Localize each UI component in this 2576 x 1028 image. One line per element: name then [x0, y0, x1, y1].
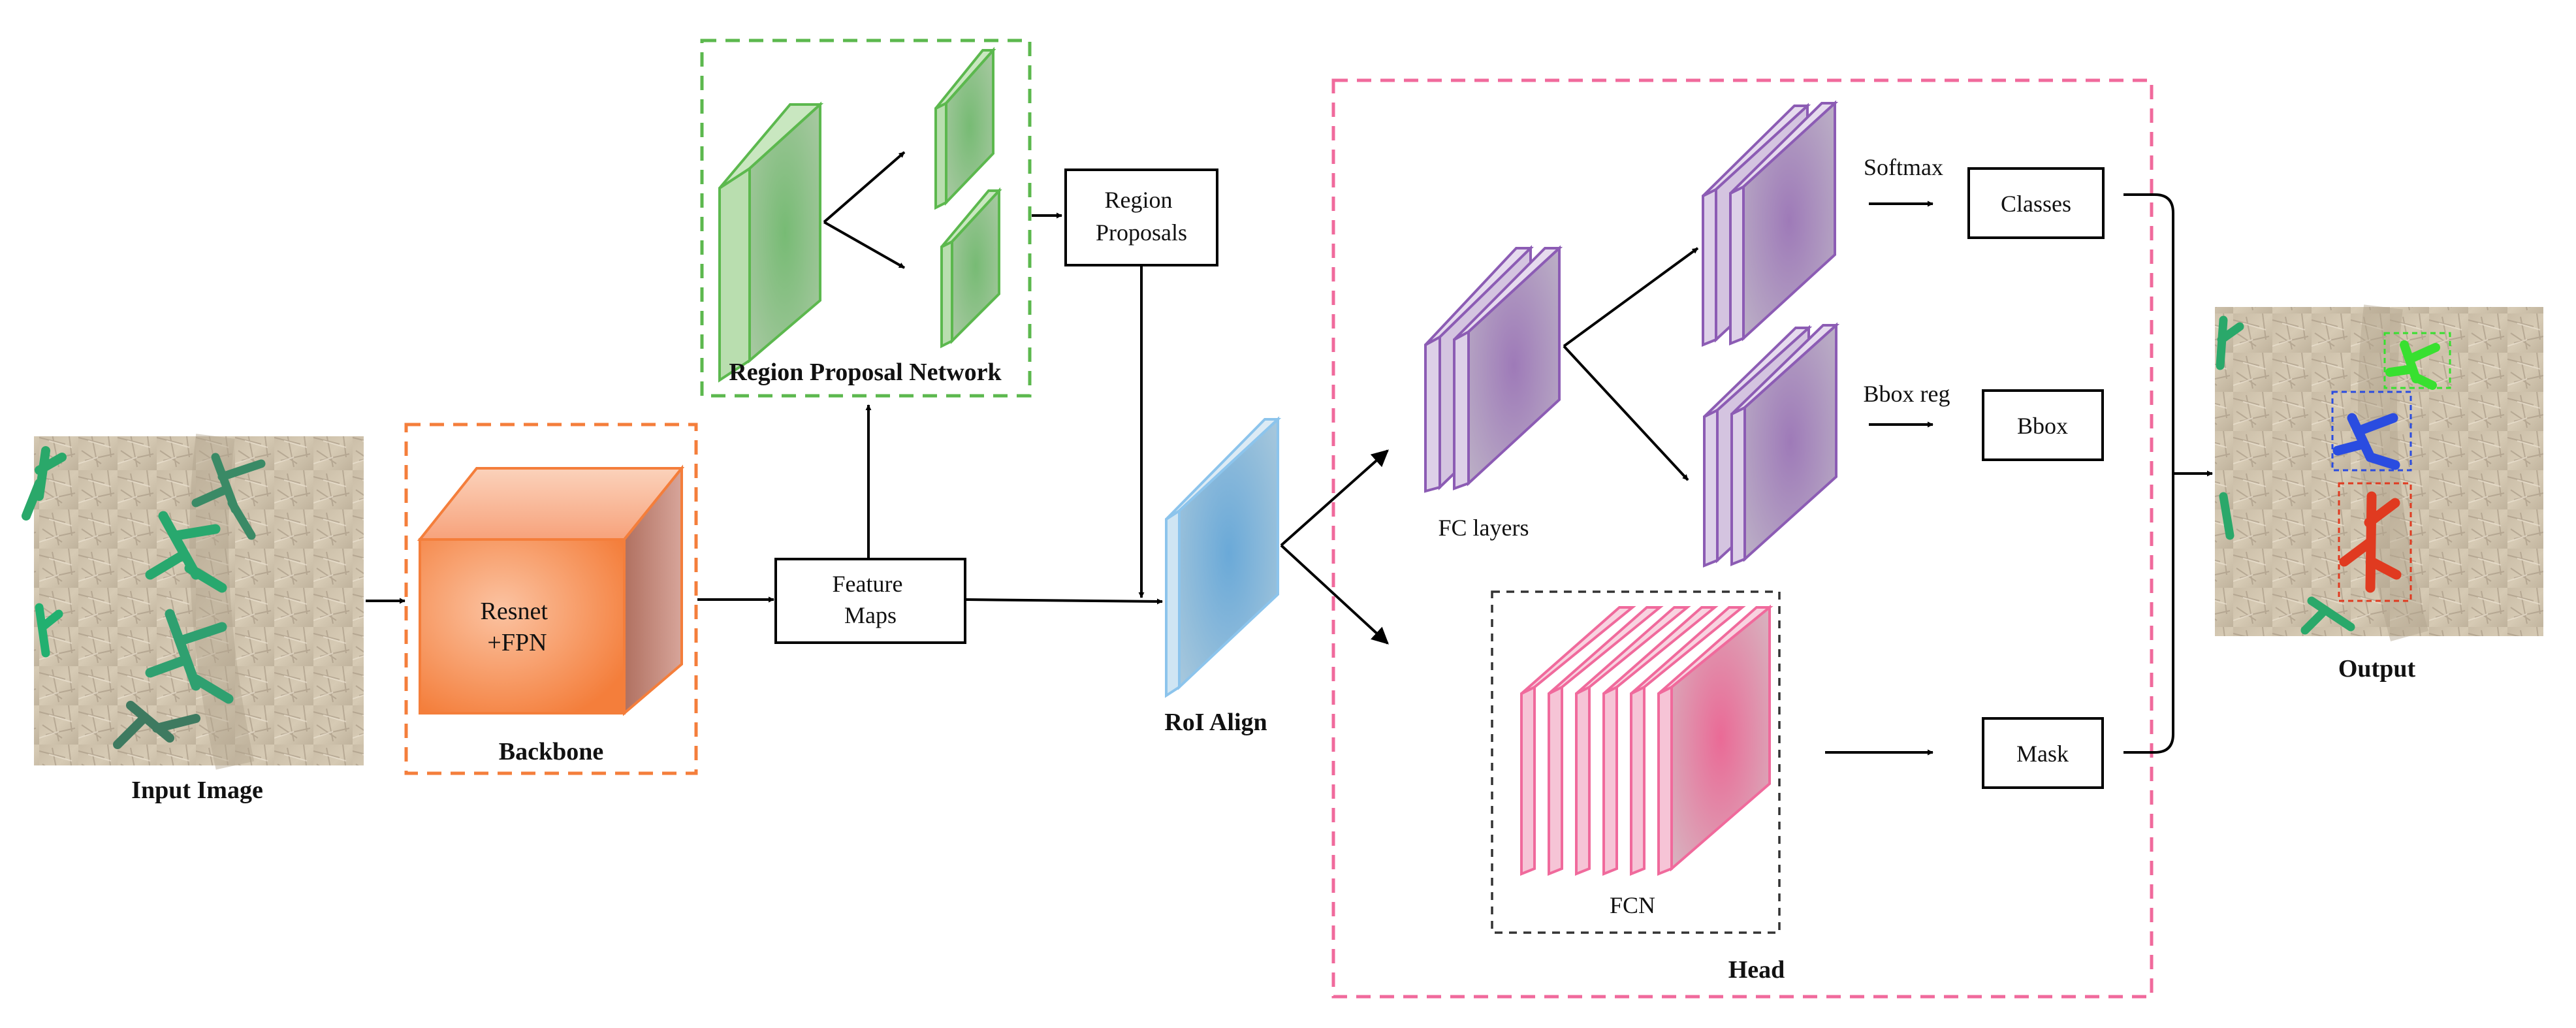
bbox-branch-layers	[1703, 322, 1840, 568]
backbone: Resnet +FPN Backbone	[404, 423, 698, 775]
feature-maps-box: Feature Maps	[774, 558, 966, 644]
feature-maps-label: Feature Maps	[833, 571, 909, 628]
input-image: Input Image	[22, 434, 364, 804]
rpn-border	[700, 39, 1032, 398]
head-border	[1331, 78, 2154, 999]
roi-align-label: RoI Align	[1164, 709, 1267, 736]
mask-label: Mask	[2016, 741, 2069, 767]
bbox-reg-label: Bbox reg	[1864, 381, 1950, 407]
classes-box: Classes	[1967, 167, 2105, 239]
input-seedling-5	[113, 701, 200, 749]
output-seedling-bottom	[2300, 596, 2355, 635]
input-seedling-3	[145, 511, 227, 593]
output-seedling-red	[2339, 491, 2402, 593]
rpn-arrow-down	[823, 221, 905, 269]
bbox-label: Bbox	[2017, 413, 2068, 439]
arrow-feature-maps-to-roi	[966, 598, 1163, 605]
output-background-seedling	[2216, 315, 2244, 540]
input-seedling-4	[145, 609, 234, 704]
rpn-small-map-bottom	[940, 187, 1002, 349]
output-label: Output	[2338, 655, 2416, 683]
output-bbox-green	[2383, 332, 2451, 389]
output-bbox-blue	[2331, 391, 2412, 472]
classes-label: Classes	[2001, 191, 2071, 217]
backbone-border	[404, 423, 698, 775]
rpn-small-map-top	[934, 46, 996, 210]
rpn-title: Region Proposal Network	[729, 359, 1002, 386]
fcn-layers	[1520, 604, 1773, 876]
output-bbox-red	[2338, 482, 2412, 602]
backbone-cube	[417, 464, 685, 716]
bbox-box: Bbox	[1982, 389, 2104, 461]
merge-connector	[2123, 193, 2174, 754]
arrow-roi-to-fc	[1280, 449, 1389, 547]
backbone-title: Backbone	[499, 738, 603, 765]
output-seedling-blue	[2332, 413, 2400, 470]
fc-layers-label: FC layers	[1439, 515, 1529, 541]
fc-layers	[1424, 245, 1563, 493]
head-title: Head	[1728, 956, 1785, 984]
rpn-main-feature-map	[718, 101, 824, 383]
arrow-fc-to-class-branch	[1563, 247, 1699, 347]
arrow-fc-to-bbox-branch	[1563, 345, 1689, 481]
roi-align: RoI Align	[1164, 416, 1282, 736]
input-seedling-6	[35, 603, 63, 658]
input-image-label: Input Image	[131, 777, 263, 804]
rpn-arrow-up	[823, 151, 906, 223]
fcn-border	[1491, 590, 1781, 934]
fcn-label: FCN	[1610, 892, 1655, 918]
fcn: FCN	[1491, 590, 1781, 934]
mask-box: Mask	[1982, 717, 2104, 789]
softmax-label: Softmax	[1864, 154, 1943, 180]
region-proposals-label: Region Proposals	[1096, 187, 1187, 246]
region-proposal-network: Region Proposal Network	[700, 39, 1032, 398]
input-seedling-2	[191, 453, 266, 540]
region-proposals-box: Region Proposals	[1064, 169, 1218, 266]
arrow-roi-to-fcn	[1280, 544, 1389, 645]
output-image: Output	[2215, 304, 2543, 683]
backbone-block-label: Resnet +FPN	[481, 598, 554, 656]
class-branch-layers	[1702, 100, 1839, 347]
input-seedling-1	[22, 446, 67, 521]
head: FC layers Softmax Bbox reg	[1331, 78, 2154, 999]
output-seedling-green	[2385, 340, 2440, 390]
